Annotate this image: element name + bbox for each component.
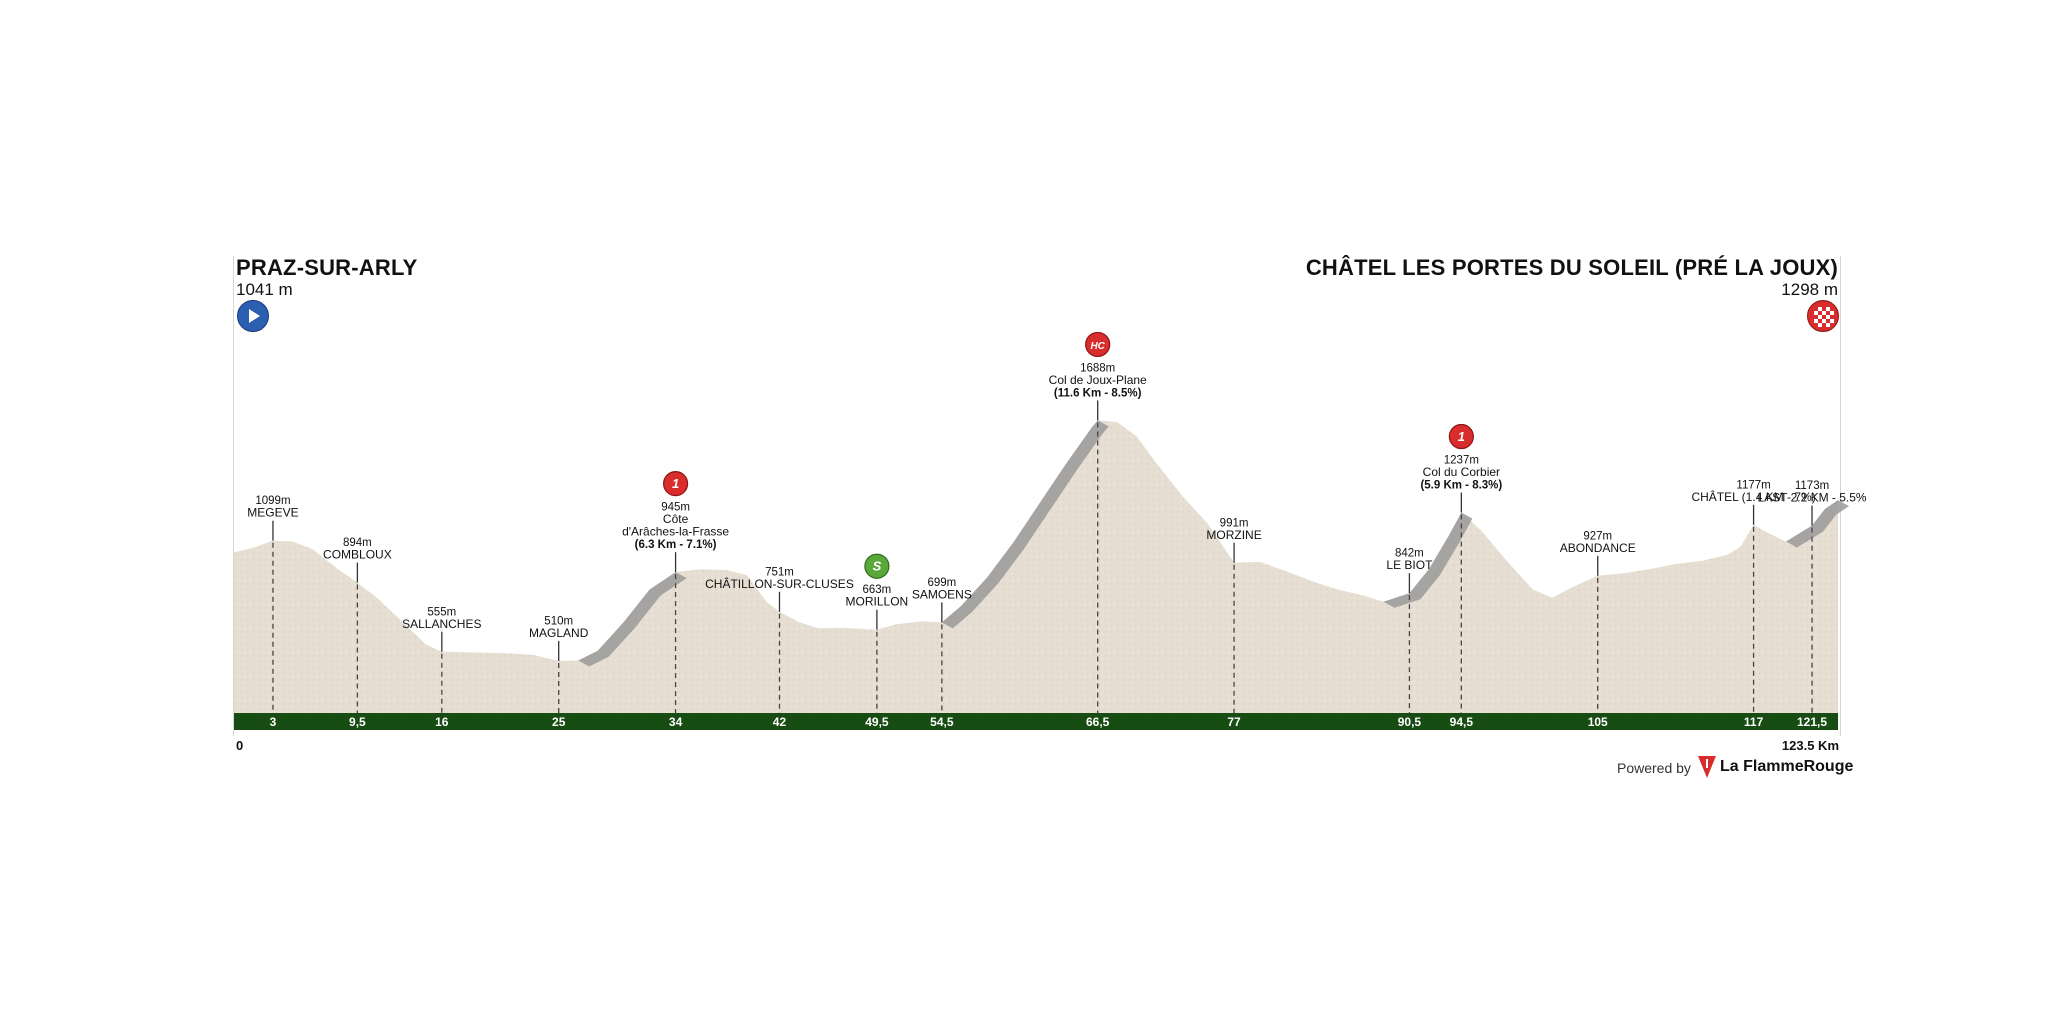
chart-frame	[233, 256, 1841, 736]
distance-tick-label: 94,5	[1450, 715, 1474, 729]
distance-tick-label: 25	[552, 715, 566, 729]
point-place-label: LAST 2.2 KM - 5.5%	[1757, 491, 1866, 505]
flamme-rouge-logo-icon	[1698, 756, 1716, 778]
climb-shade	[1383, 512, 1473, 608]
point-place-label: MAGLAND	[529, 626, 589, 640]
distance-tick-label: 90,5	[1398, 715, 1422, 729]
point-place-label: MORZINE	[1206, 528, 1261, 542]
point-altitude-label: 1237m	[1444, 455, 1479, 467]
point-place-label: SAMOENS	[912, 587, 972, 601]
point-altitude-label: 1177m	[1736, 479, 1770, 491]
climb-badge-icon	[662, 471, 689, 497]
distance-bar	[234, 713, 1838, 730]
brand-logo: La FlammeRouge	[1698, 756, 1853, 778]
profile-area	[234, 420, 1838, 713]
point-climb-stats-label: (5.9 Km - 8.3%)	[1420, 480, 1502, 492]
climb-shade	[941, 420, 1109, 629]
distance-tick-label: 66,5	[1086, 715, 1110, 729]
point-altitude-label: 1688m	[1080, 362, 1115, 374]
point-place-label: MEGEVE	[247, 506, 298, 520]
start-town-name: PRAZ-SUR-ARLY	[236, 255, 418, 280]
point-altitude-label: 1099m	[255, 495, 290, 507]
climb-badge-icon	[1448, 423, 1474, 450]
point-altitude-label: 699m	[927, 577, 956, 589]
hc-climb-badge-icon	[1085, 331, 1111, 358]
brand-name: La FlammeRouge	[1720, 758, 1854, 775]
point-altitude-label: 510m	[544, 615, 573, 627]
point-altitude-label: 842m	[1395, 548, 1424, 560]
distance-tick-label: 3	[270, 715, 277, 729]
point-altitude-label: 945m	[661, 502, 690, 514]
point-place-label: COMBLOUX	[323, 548, 392, 562]
badge-text: 1	[1458, 429, 1465, 444]
finish-checkered-flag-icon	[1807, 300, 1839, 332]
point-altitude-label: 555m	[427, 606, 456, 618]
point-altitude-label: 894m	[343, 537, 372, 549]
distance-tick-label: 49,5	[865, 715, 889, 729]
badge-text: HC	[1090, 341, 1105, 352]
distance-tick-label: 121,5	[1797, 715, 1827, 729]
point-place-label: Col de Joux-Plane	[1049, 373, 1147, 387]
finish-town-name: CHÂTEL LES PORTES DU SOLEIL (PRÉ LA JOUX…	[1305, 255, 1838, 280]
finish-altitude: 1298 m	[1781, 280, 1838, 299]
start-play-icon	[237, 300, 269, 332]
distance-tick-label: 34	[669, 715, 683, 729]
distance-tick-label: 77	[1227, 715, 1241, 729]
climb-shade	[578, 572, 687, 667]
distance-tick-label: 9,5	[349, 715, 366, 729]
point-place-label: Côte	[663, 512, 689, 526]
distance-tick-label: 42	[773, 715, 787, 729]
badge-text: 1	[672, 476, 679, 491]
distance-tick-label: 54,5	[930, 715, 954, 729]
badge-text: S	[873, 559, 882, 574]
point-place-label: Col du Corbier	[1423, 465, 1500, 479]
start-altitude: 1041 m	[236, 280, 293, 299]
point-place-label: SALLANCHES	[402, 617, 481, 631]
point-altitude-label: 927m	[1583, 530, 1612, 542]
point-place-label: d'Arâches-la-Frasse	[622, 525, 729, 539]
point-altitude-label: 1173m	[1795, 480, 1829, 492]
distance-tick-label: 16	[435, 715, 449, 729]
point-climb-stats-label: (11.6 Km - 8.5%)	[1054, 387, 1142, 399]
point-place-label: ABONDANCE	[1560, 541, 1636, 555]
point-altitude-label: 751m	[765, 566, 794, 578]
point-altitude-label: 663m	[863, 584, 892, 596]
point-place-label: LE BIOT	[1386, 558, 1433, 572]
distance-start-label: 0	[236, 738, 244, 753]
sprint-badge-icon	[864, 553, 890, 579]
point-altitude-label: 991m	[1220, 517, 1249, 529]
point-place-label: CHÂTILLON-SUR-CLUSES	[705, 576, 854, 591]
distance-total-label: 123.5 Km	[1781, 738, 1839, 753]
distance-tick-label: 117	[1744, 715, 1764, 729]
point-place-label: MORILLON	[846, 595, 909, 609]
point-place-label: CHÂTEL (1.4 KM - 7%)	[1691, 489, 1815, 504]
distance-tick-label: 105	[1588, 715, 1608, 729]
point-climb-stats-label: (6.3 Km - 7.1%)	[635, 539, 717, 551]
climb-shade	[1786, 500, 1849, 548]
powered-by-label: Powered by	[1617, 760, 1691, 776]
